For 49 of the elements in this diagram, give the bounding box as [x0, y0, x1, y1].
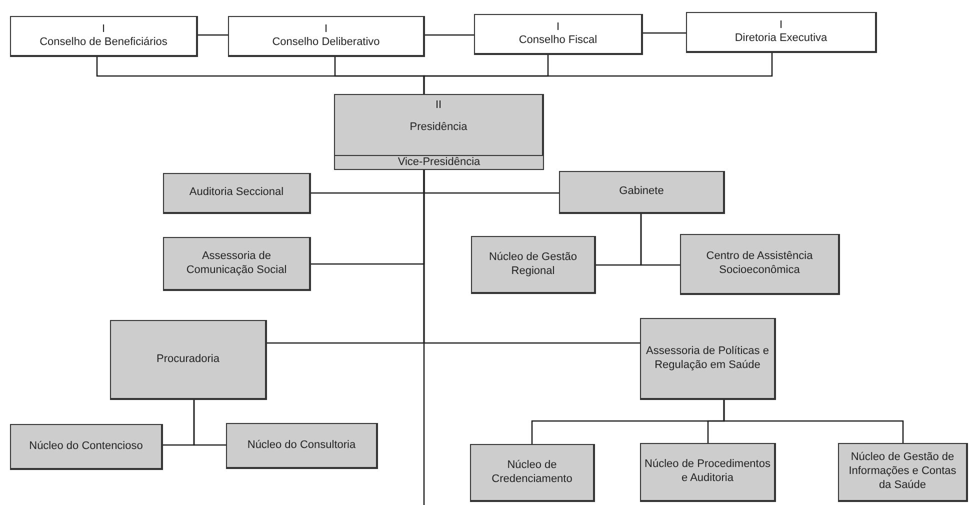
unit-name: Núcleo de Procedimentos e Auditoria	[644, 458, 771, 486]
unit-name: Núcleo de Credenciamento	[490, 458, 574, 486]
org-unit-box	[640, 318, 776, 400]
unit-name: Auditoria Seccional	[189, 186, 284, 200]
unit-name: Centro de Assistência Socioeconômica	[705, 250, 814, 278]
connector-line	[198, 34, 228, 36]
unit-name: Conselho de Beneficiários	[40, 36, 168, 48]
level-number: I	[102, 23, 106, 36]
sub-unit-band	[335, 155, 543, 169]
org-unit-box	[640, 443, 776, 502]
org-unit-box	[470, 444, 595, 502]
org-unit-box	[559, 171, 725, 214]
connector-line	[423, 53, 773, 94]
org-unit-box	[163, 237, 311, 291]
org-unit-box	[838, 443, 968, 502]
org-unit-box	[686, 12, 877, 53]
level-number: I	[556, 21, 560, 34]
connector-line	[643, 32, 686, 34]
org-unit-box	[163, 173, 311, 214]
unit-name: Assessoria de Comunicação Social	[185, 250, 288, 278]
level-number: II	[435, 99, 442, 113]
org-unit-box	[10, 16, 198, 57]
org-unit-box	[334, 94, 544, 170]
unit-name: Assessoria de Políticas e Regulação em Saúde	[645, 344, 770, 372]
connector-line	[425, 34, 474, 36]
unit-name: Núcleo do Consultoria	[247, 438, 356, 452]
connector-line	[723, 400, 904, 443]
unit-name: Procuradoria	[156, 352, 220, 366]
connector-line	[640, 214, 680, 266]
unit-name: Gabinete	[619, 185, 664, 199]
level-number: I	[779, 19, 783, 32]
connector-line	[423, 170, 425, 505]
unit-name: Núcleo de Gestão Regional	[488, 250, 578, 278]
unit-name: Vice-Presidência	[398, 156, 480, 170]
org-unit-box	[471, 236, 596, 294]
org-unit-box	[228, 16, 425, 57]
org-unit-box	[10, 424, 163, 470]
unit-name: Núcleo de Gestão de Informações e Contas da Saúde	[848, 451, 958, 493]
org-unit-box	[110, 320, 267, 400]
connector-line	[193, 400, 226, 446]
unit-name: Conselho Fiscal	[518, 34, 598, 46]
unit-name: Diretoria Executiva	[734, 32, 828, 44]
org-unit-box	[474, 14, 643, 55]
level-number: I	[324, 23, 328, 36]
org-unit-box	[680, 234, 840, 295]
org-unit-box	[226, 423, 378, 469]
unit-name: Núcleo do Contencioso	[29, 440, 143, 454]
unit-name: Conselho Deliberativo	[272, 36, 380, 48]
unit-name: Presidência	[410, 120, 468, 134]
